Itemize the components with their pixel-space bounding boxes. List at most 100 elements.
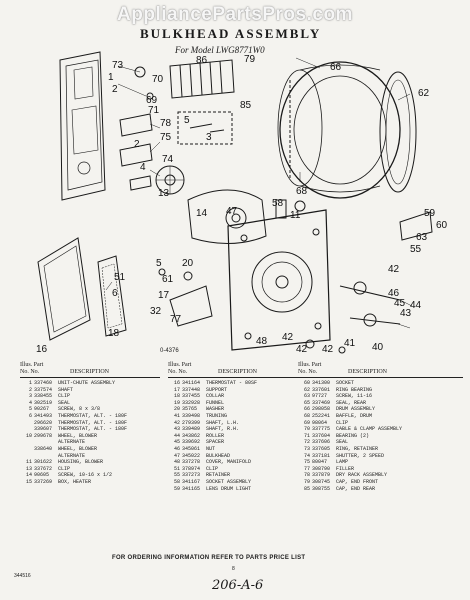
- illus-no: 77: [303, 465, 310, 472]
- callout: 73: [112, 60, 124, 71]
- part-number: 345061: [182, 445, 201, 452]
- callout: 78: [160, 118, 172, 129]
- ordering-info-note: FOR ORDERING INFORMATION REFER TO PARTS …: [112, 555, 306, 561]
- part-number: 98064: [312, 419, 328, 426]
- part-description: FUNNEL: [206, 399, 225, 406]
- part-number: 90605: [34, 472, 50, 479]
- part-description: BULKHEAD: [206, 452, 231, 459]
- illus-no: 43: [173, 426, 180, 433]
- funnel: [169, 285, 213, 327]
- callout: 47: [226, 206, 238, 217]
- callout: 46: [388, 288, 400, 299]
- illus-no: 58: [173, 478, 180, 485]
- part-number: 337273: [182, 472, 201, 479]
- callout: 77: [170, 314, 182, 325]
- illus-no: 85: [303, 485, 310, 492]
- callout: 74: [162, 154, 174, 165]
- table-row: ALTERNATE: [20, 439, 160, 446]
- part-number: 341164: [182, 380, 201, 386]
- callout: 13: [158, 188, 170, 199]
- part-description: CLIP: [58, 393, 71, 400]
- part-number: 337455: [182, 393, 201, 400]
- part-number: 338455: [34, 393, 53, 400]
- part-number: 337601: [312, 386, 331, 393]
- part-description: RING, RETAINER: [336, 445, 379, 452]
- heater-box: [37, 237, 91, 341]
- part-number: 341167: [182, 478, 201, 485]
- callout: 17: [158, 290, 170, 301]
- callout: 2: [112, 84, 118, 95]
- callout: 16: [36, 344, 48, 355]
- roller-assembly: [305, 281, 401, 354]
- part-number: 80047: [312, 459, 328, 466]
- callout: 11: [290, 210, 301, 221]
- illus-no: [20, 426, 34, 433]
- part-description: THERMOSTAT, ALT. - 180F: [58, 419, 128, 426]
- page-subtitle: For Model LWG8771W0: [175, 45, 265, 55]
- illus-no: 47: [173, 452, 180, 459]
- callout: 61: [162, 274, 174, 285]
- illus-no: 72: [303, 439, 310, 446]
- illus-no: 18: [173, 393, 180, 400]
- part-description: SEAL, REAR: [336, 399, 367, 406]
- callout: 58: [272, 198, 284, 209]
- illus-no: 69: [303, 419, 310, 426]
- illus-no: 62: [303, 386, 310, 393]
- part-description: BAFFLE, DRUM: [336, 412, 373, 419]
- part-description: SHUTTER, 2 SPEED: [336, 452, 385, 459]
- illus-no: 70: [303, 426, 310, 433]
- illus-no: 55: [173, 472, 180, 479]
- part-number: [34, 439, 58, 446]
- part-description: WHEEL, BLOWER: [58, 445, 98, 452]
- illus-no: 15: [25, 478, 32, 485]
- table-row: ALTERNATE: [20, 453, 160, 460]
- part-description: RING BEARING: [336, 386, 373, 393]
- callout: 43: [400, 308, 412, 319]
- part-number: 301622: [34, 459, 53, 466]
- part-number: 337460: [34, 380, 53, 386]
- illus-no: 20: [173, 406, 180, 413]
- callout: 60: [436, 220, 448, 231]
- illus-no: 4: [28, 399, 32, 406]
- part-number: 302519: [34, 399, 53, 406]
- callout: 85: [240, 100, 252, 111]
- callout: 63: [416, 232, 428, 243]
- illus-no: 79: [303, 478, 310, 485]
- illus-no: 51: [173, 465, 180, 472]
- part-number: 338640: [34, 445, 53, 452]
- part-description: SHAFT, L.H.: [206, 419, 240, 426]
- illus-no: [20, 420, 34, 427]
- part-description: CLIP: [206, 465, 219, 472]
- part-description: CABLE & CLAMP ASSEMBLY: [336, 426, 403, 433]
- part-description: WASHER: [206, 406, 225, 413]
- part-number: 339498: [182, 412, 201, 419]
- part-description: THERMOSTAT, ALT. - 180F: [58, 412, 128, 419]
- part-number: 337269: [34, 478, 53, 485]
- part-number: 279399: [182, 419, 201, 426]
- part-description: THERMOSTAT - 80SF: [206, 380, 258, 386]
- part-description: RETAINER: [206, 472, 231, 479]
- part-number: 35765: [182, 406, 198, 413]
